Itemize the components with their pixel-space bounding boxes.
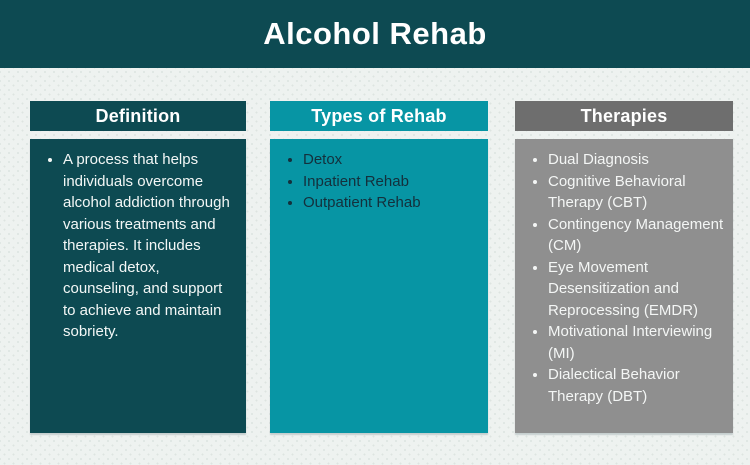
list-item: Contingency Management (CM) bbox=[548, 214, 725, 257]
list-item: Motivational Interviewing (MI) bbox=[548, 321, 725, 364]
list-item: Detox bbox=[303, 149, 480, 171]
title-banner: Alcohol Rehab bbox=[0, 0, 750, 68]
column-therapies-header: Therapies bbox=[515, 101, 733, 131]
list-item: Cognitive Behavioral Therapy (CBT) bbox=[548, 171, 725, 214]
list-item: Eye Movement Desensitization and Reproce… bbox=[548, 257, 725, 322]
page-title: Alcohol Rehab bbox=[263, 16, 487, 51]
list-item: Outpatient Rehab bbox=[303, 192, 480, 214]
types-of-rehab-list: DetoxInpatient RehabOutpatient Rehab bbox=[270, 149, 480, 214]
list-item: Dialectical Behavior Therapy (DBT) bbox=[548, 364, 725, 407]
list-item: A process that helps individuals overcom… bbox=[63, 149, 238, 343]
therapies-list: Dual DiagnosisCognitive Behavioral Thera… bbox=[515, 149, 725, 407]
column-therapies: Therapies Dual DiagnosisCognitive Behavi… bbox=[515, 101, 733, 433]
column-definition-header: Definition bbox=[30, 101, 246, 131]
list-item: Inpatient Rehab bbox=[303, 171, 480, 193]
column-therapies-body: Dual DiagnosisCognitive Behavioral Thera… bbox=[515, 139, 733, 433]
column-types-of-rehab-header: Types of Rehab bbox=[270, 101, 488, 131]
column-types-of-rehab: Types of Rehab DetoxInpatient RehabOutpa… bbox=[270, 101, 488, 433]
column-definition-body: A process that helps individuals overcom… bbox=[30, 139, 246, 433]
list-item: Dual Diagnosis bbox=[548, 149, 725, 171]
column-definition: Definition A process that helps individu… bbox=[30, 101, 246, 433]
column-types-of-rehab-body: DetoxInpatient RehabOutpatient Rehab bbox=[270, 139, 488, 433]
definition-list: A process that helps individuals overcom… bbox=[30, 149, 238, 343]
